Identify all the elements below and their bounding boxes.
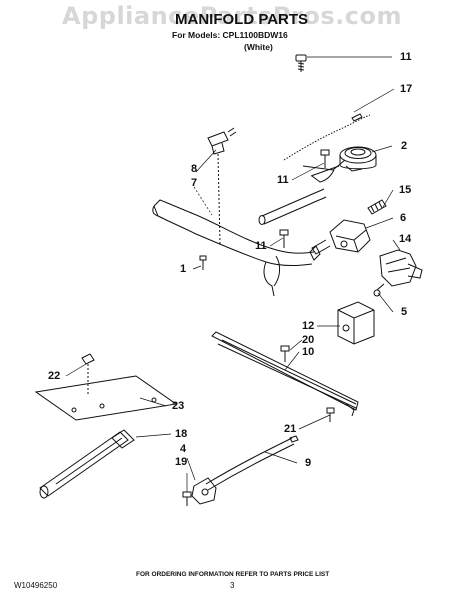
- callout-22: 22: [48, 370, 61, 382]
- callout-11-mid: 11: [277, 174, 289, 186]
- leader-lines: [65, 56, 401, 492]
- valve-4: [191, 477, 217, 505]
- screw-20: [280, 345, 290, 362]
- ordering-note: FOR ORDERING INFORMATION REFER TO PARTS …: [136, 571, 330, 578]
- callout-17: 17: [400, 83, 413, 95]
- callout-23: 23: [172, 400, 185, 412]
- page-number: 3: [230, 581, 235, 590]
- screw-11-top: [295, 54, 307, 72]
- callout-7: 7: [191, 177, 198, 189]
- burner-2: [302, 146, 377, 183]
- models-line: For Models: CPL1100BDW16: [172, 30, 288, 40]
- valve-6: [311, 219, 371, 255]
- callout-11-low: 11: [255, 240, 267, 252]
- screw-21: [326, 407, 335, 422]
- screw-19: [182, 491, 192, 506]
- heat-shield-23: [34, 375, 178, 421]
- callout-21: 21: [284, 423, 297, 435]
- doc-number: W10496250: [14, 581, 58, 590]
- callout-6: 6: [400, 212, 407, 224]
- callout-11-top: 11: [400, 51, 412, 63]
- watermark: AppliancePartsPros.com: [62, 2, 402, 30]
- manifold-rail-10: [211, 331, 359, 417]
- page-title: MANIFOLD PARTS: [175, 11, 309, 28]
- callout-1: 1: [180, 263, 187, 275]
- callout-20: 20: [302, 334, 315, 346]
- callout-4: 4: [180, 443, 187, 455]
- screw-1: [199, 255, 207, 270]
- screw-11-low: [279, 229, 289, 248]
- color-line: (White): [244, 42, 273, 52]
- burner-tube: [258, 188, 327, 225]
- igniter-8: [207, 127, 237, 245]
- burner-tube-18: [39, 429, 135, 499]
- clip-22: [81, 353, 95, 396]
- callout-12: 12: [302, 320, 315, 332]
- screw-11-mid: [320, 149, 330, 168]
- callout-8: 8: [191, 163, 198, 175]
- manifold-pipe-1: [152, 199, 321, 297]
- regulator-14: [379, 249, 423, 287]
- callout-18: 18: [175, 428, 188, 440]
- callout-15: 15: [399, 184, 412, 196]
- callout-14: 14: [399, 233, 412, 245]
- callout-2: 2: [401, 140, 408, 152]
- callout-9: 9: [305, 457, 312, 469]
- callout-10: 10: [302, 346, 315, 358]
- valve-block-12: [337, 301, 375, 345]
- screw-5: [373, 283, 385, 297]
- callout-5: 5: [401, 306, 408, 318]
- fitting-15: [367, 199, 387, 215]
- callout-19: 19: [175, 456, 188, 468]
- thermocouple-17: [283, 113, 371, 161]
- tube-9: [205, 435, 299, 491]
